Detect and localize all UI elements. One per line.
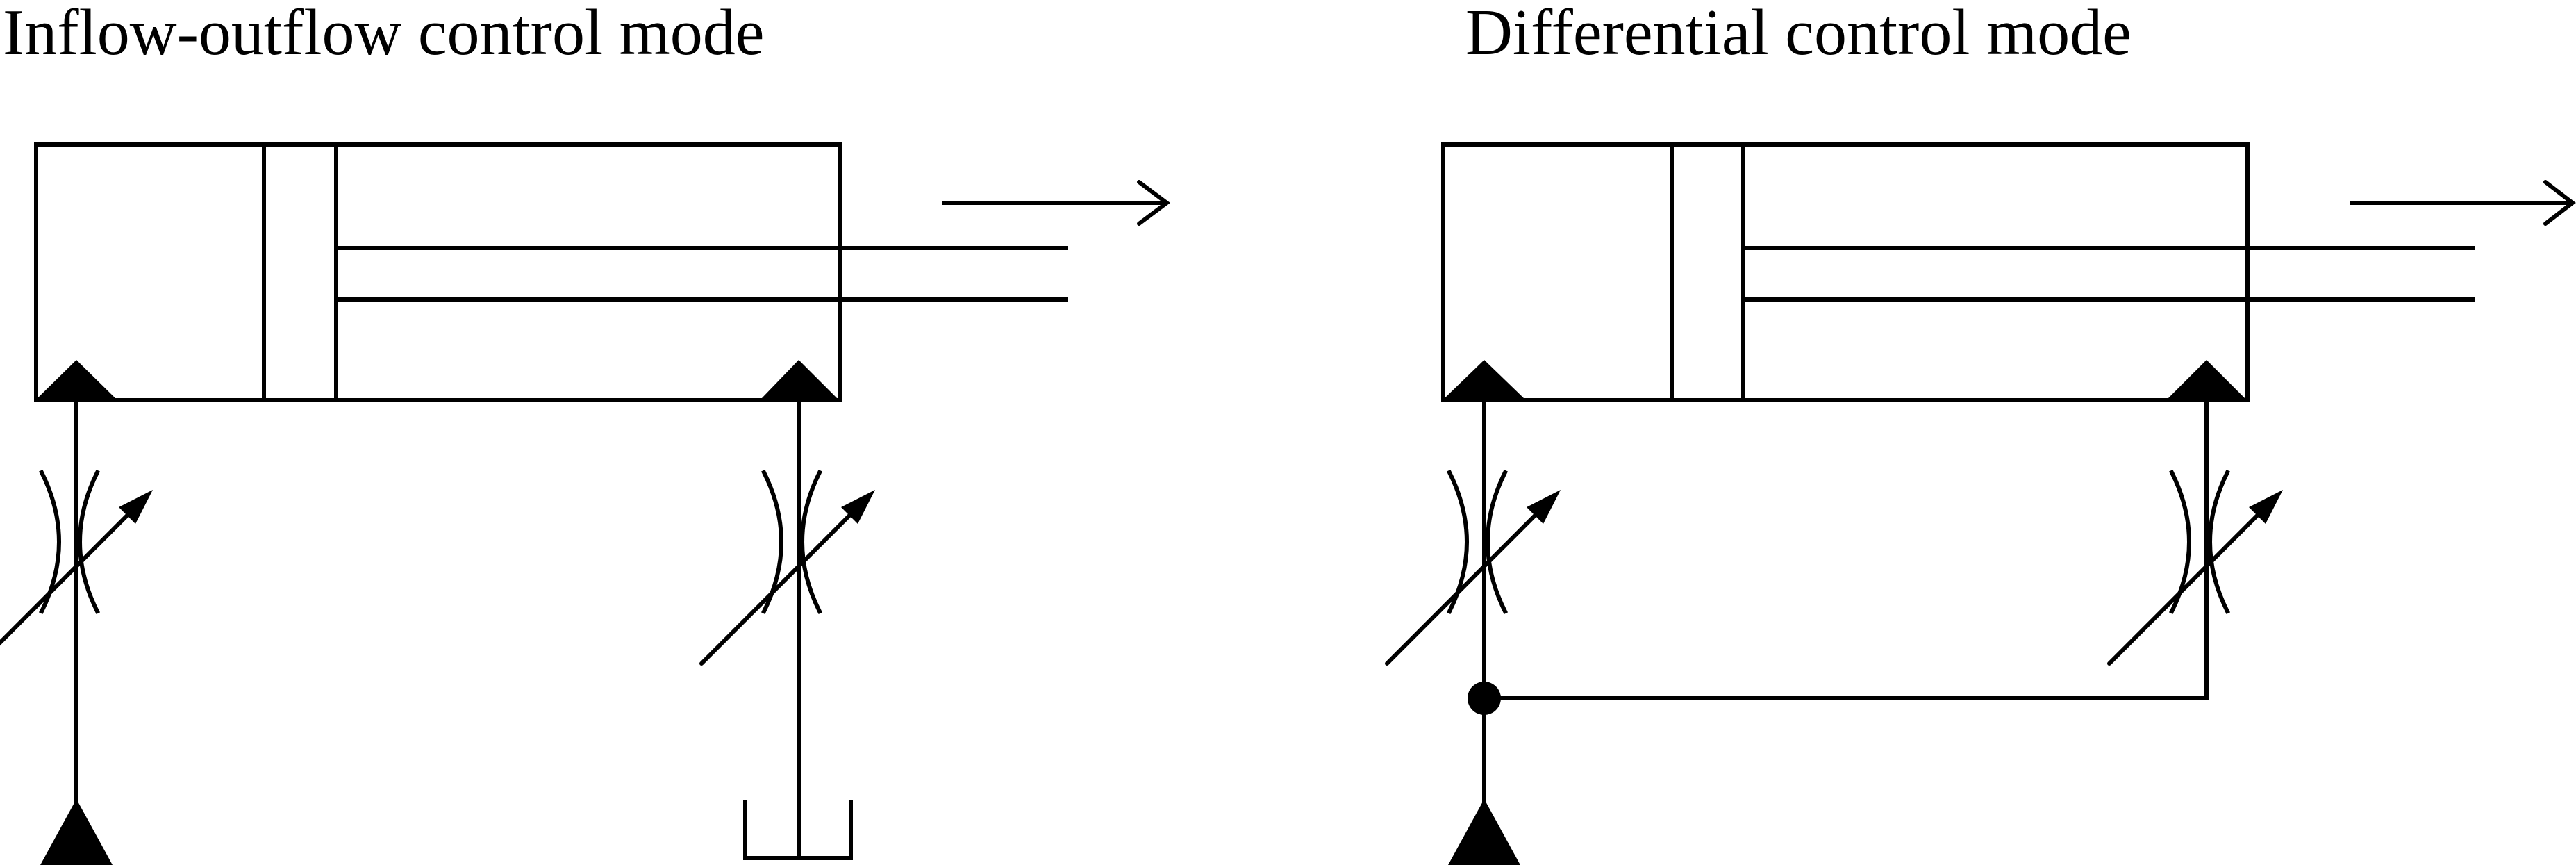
adjustable-throttle-valve-icon (1387, 472, 1561, 664)
pressure-source-icon (1448, 799, 1520, 865)
tank-icon (743, 800, 853, 860)
junction-dot-icon (1468, 682, 1501, 715)
hydraulic-cylinder-icon (34, 142, 842, 402)
piston-rod-icon (334, 246, 1068, 302)
port-triangle-icon (1443, 360, 1525, 399)
adjustable-throttle-valve-icon (2109, 472, 2283, 664)
motion-arrow-icon (2350, 180, 2576, 226)
inflow-outflow-circuit (0, 142, 1170, 865)
differential-title: Differential control mode (1465, 0, 2132, 69)
adjustable-throttle-valve-icon (701, 472, 875, 664)
motion-arrow-icon (942, 180, 1170, 226)
port-triangle-icon (36, 360, 117, 399)
piston-rod-icon (1741, 246, 2475, 302)
port-triangle-icon (2167, 360, 2246, 399)
differential-feedback-line (1482, 398, 2209, 700)
port-triangle-icon (761, 360, 838, 399)
differential-circuit (1387, 142, 2576, 865)
inflow-outflow-title: Inflow-outflow control mode (3, 0, 765, 69)
pressure-source-icon (40, 799, 113, 865)
hydraulic-cylinder-icon (1441, 142, 2250, 402)
